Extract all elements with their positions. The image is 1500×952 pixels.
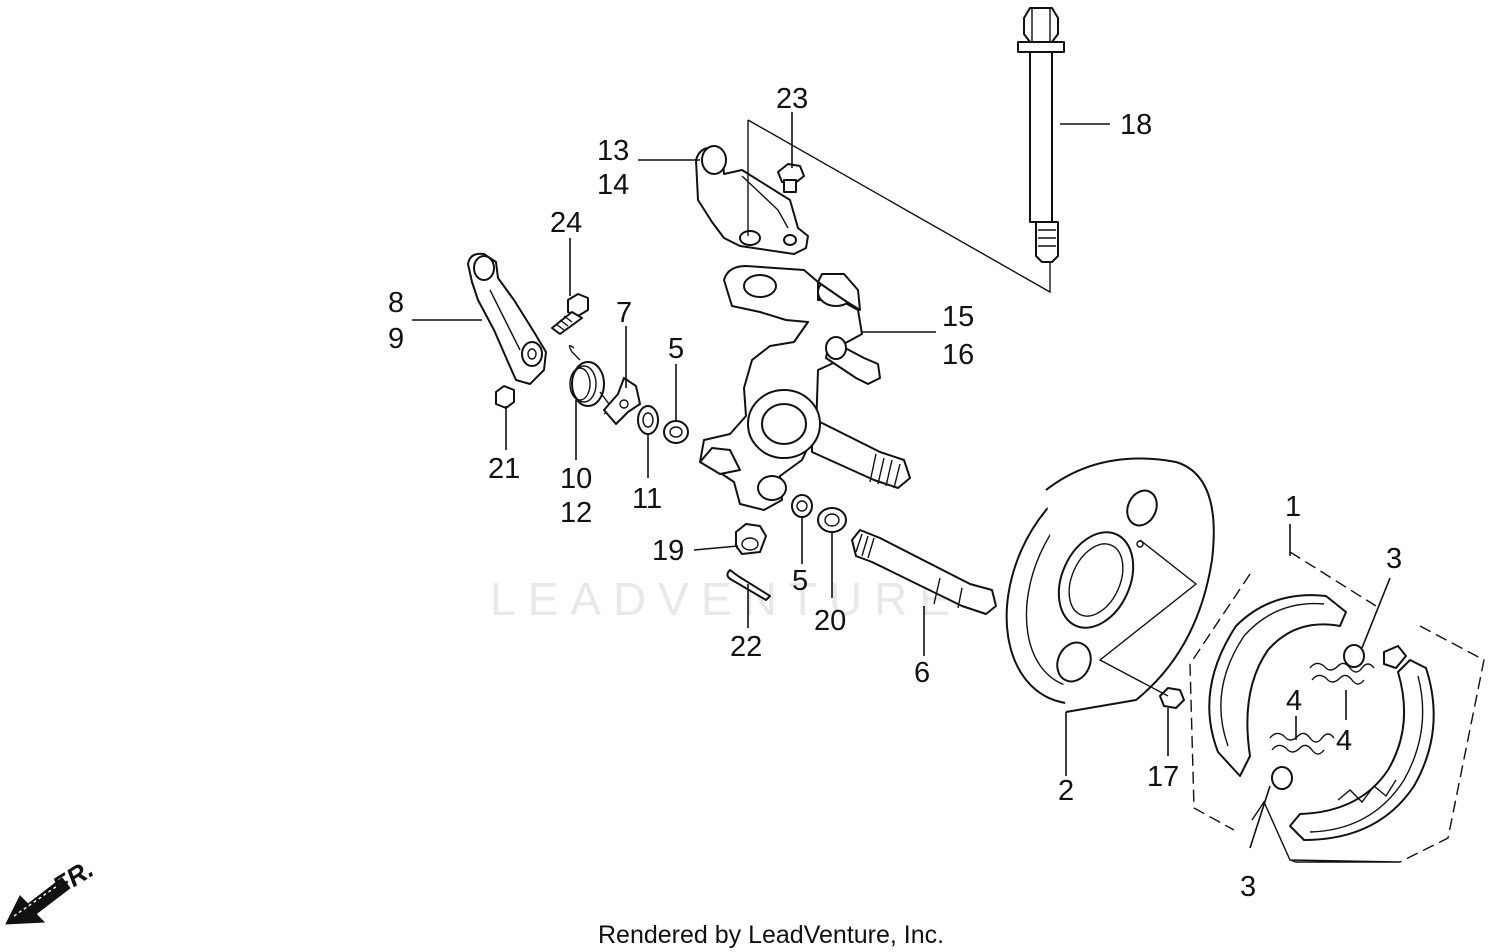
callout-labels: 1 2 3 3 4 4 5 5 6 7 8 9 10 11 12 13 14 1… <box>388 83 1402 903</box>
bracket-lines-lower <box>1251 800 1401 863</box>
callout-16: 16 <box>942 339 974 371</box>
callout-4-right: 4 <box>1336 725 1352 757</box>
collar-11 <box>637 405 659 435</box>
castle-nut-19 <box>735 523 767 555</box>
brake-drum-2 <box>1005 457 1215 713</box>
callout-22: 22 <box>730 631 762 663</box>
springs-4 <box>1269 662 1375 755</box>
callout-13: 13 <box>597 135 629 167</box>
callout-1: 1 <box>1285 491 1301 523</box>
callout-5-lower: 5 <box>792 565 808 597</box>
callout-12: 12 <box>560 497 592 529</box>
credit-text: Rendered by LeadVenture, Inc. <box>598 921 944 949</box>
spring-10-12 <box>568 345 613 415</box>
group-bracket-shoe-left <box>1189 573 1251 831</box>
callout-7: 7 <box>616 297 632 329</box>
bracket-lines-upper <box>747 119 1051 294</box>
bolt-17 <box>1159 687 1185 709</box>
callout-17: 17 <box>1147 761 1179 793</box>
bolt-23 <box>777 163 805 193</box>
front-direction-arrow-icon <box>5 877 71 925</box>
callout-2: 2 <box>1058 775 1074 807</box>
nut-21 <box>495 385 515 409</box>
callout-8: 8 <box>388 287 404 319</box>
watermark-text: LEADVENTURE <box>490 573 962 625</box>
callout-5-upper: 5 <box>668 333 684 365</box>
callout-23: 23 <box>776 83 808 115</box>
leader-lines <box>412 112 1391 849</box>
washer-5-lower <box>791 494 813 518</box>
group-bracket-shoe-far <box>1399 625 1485 863</box>
callout-19: 19 <box>652 535 684 567</box>
callout-11: 11 <box>632 483 662 515</box>
bolt-24 <box>551 293 589 335</box>
callout-14: 14 <box>597 169 629 201</box>
brake-shoes-1 <box>1208 594 1435 841</box>
washer-20 <box>817 507 847 533</box>
callout-21: 21 <box>488 453 520 485</box>
callout-6: 6 <box>914 657 930 689</box>
washer-5-upper <box>663 420 689 444</box>
knuckle-15-16 <box>699 265 911 511</box>
callout-18: 18 <box>1120 109 1152 141</box>
callout-3-lower: 3 <box>1240 871 1256 903</box>
callout-15: 15 <box>942 301 974 333</box>
callout-9: 9 <box>388 323 404 355</box>
callout-20: 20 <box>814 605 846 637</box>
arm-8-9 <box>467 252 547 385</box>
camshaft-6 <box>851 529 997 615</box>
callout-10: 10 <box>560 463 592 495</box>
callout-4-left: 4 <box>1286 685 1302 717</box>
callout-24: 24 <box>550 207 582 239</box>
callout-3-upper: 3 <box>1386 543 1402 575</box>
bracket-lines-drum <box>1098 539 1198 697</box>
bolt-18 <box>1017 7 1065 263</box>
bracket-13-14 <box>695 145 809 255</box>
